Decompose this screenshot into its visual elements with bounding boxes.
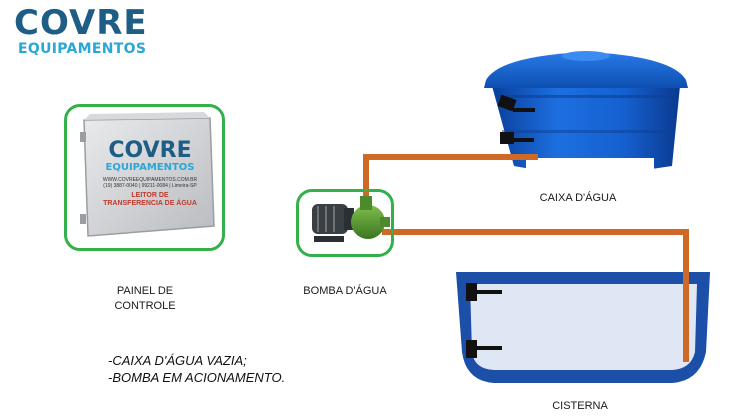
- panel-label: PAINEL DE CONTROLE: [95, 284, 195, 314]
- cistern: [456, 272, 710, 383]
- water-tank: [484, 51, 688, 175]
- panel-box-brand-sub: EQUIPAMENTOS: [105, 162, 195, 173]
- control-panel-box: [80, 112, 215, 237]
- pump-illustration: [312, 196, 390, 242]
- panel-box-brand: COVRE: [108, 138, 192, 163]
- cistern-label: CISTERNA: [552, 400, 608, 412]
- panel-box-small-1: WWW.COVREEQUIPAMENTOS.COM.BR: [102, 177, 198, 183]
- logo-title: COVRE: [14, 3, 148, 43]
- logo-subtitle: EQUIPAMENTOS: [18, 41, 147, 57]
- panel-box-small-2: (19) 3887-0040 | 99211-0084 | Limeira-SP: [103, 183, 197, 189]
- pipes: [363, 154, 689, 362]
- status-notes: -CAIXA D'ÁGUA VAZIA; -BOMBA EM ACIONAMEN…: [108, 352, 368, 386]
- pump-label: BOMBA D'ÁGUA: [303, 285, 387, 297]
- panel-label-line-2: CONTROLE: [114, 300, 176, 312]
- panel-box-text-2: TRANSFERENCIA DE ÁGUA: [103, 200, 197, 207]
- tank-label: CAIXA D'ÁGUA: [539, 192, 617, 204]
- control-panel-frame[interactable]: [64, 104, 225, 251]
- panel-label-line-1: PAINEL DE: [116, 285, 174, 297]
- pump-frame[interactable]: [296, 189, 394, 257]
- panel-box-text-1: LEITOR DE: [131, 192, 169, 199]
- status-note-2: -BOMBA EM ACIONAMENTO.: [108, 370, 286, 385]
- status-note-1: -CAIXA D'ÁGUA VAZIA;: [108, 353, 247, 368]
